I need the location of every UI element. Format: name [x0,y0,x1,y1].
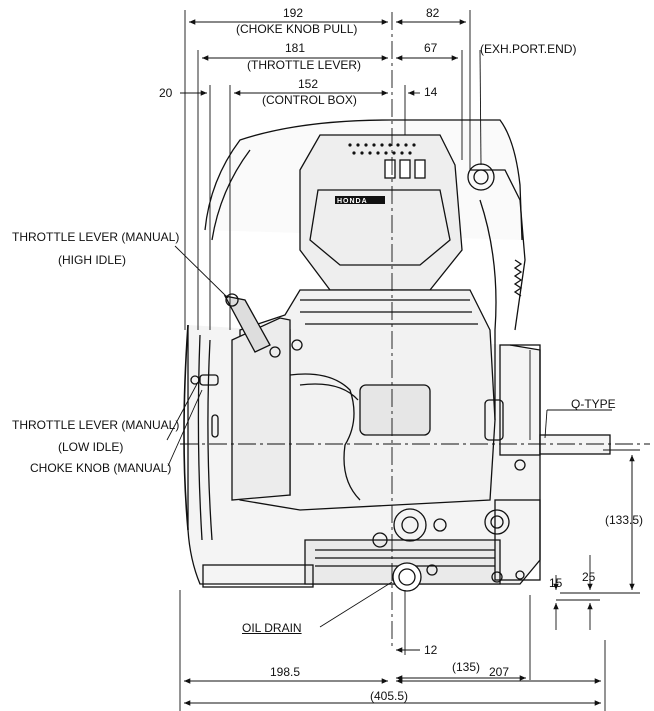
dim-15: 15 [549,576,563,590]
callout-throttle-low-line2: (LOW IDLE) [58,440,124,454]
dim-198-5: 198.5 [270,665,301,679]
callout-throttle-high-line2: (HIGH IDLE) [58,253,127,267]
dim-133-5: (133.5) [605,513,644,527]
logo-plate [335,196,385,204]
dim-20: 20 [159,86,173,100]
callout-throttle-low-line1: THROTTLE LEVER (MANUAL) [12,418,180,432]
q-type-label: Q-TYPE [571,397,616,411]
dim-14: 14 [424,85,438,99]
exh-port-end-label: (EXH.PORT.END) [480,42,577,56]
dim-181-label: (THROTTLE LEVER) [247,58,362,72]
dim-152-label: (CONTROL BOX) [262,93,357,107]
dim-207: 207 [489,665,510,679]
dim-192: 192 [283,6,304,20]
center-lines [180,12,650,650]
callout-throttle-high-line1: THROTTLE LEVER (MANUAL) [12,230,180,244]
dim-135: (135) [452,660,481,674]
dim-152: 152 [298,77,319,91]
vent-holes [348,143,416,155]
engine-body [183,119,611,592]
dim-67: 67 [424,41,438,55]
callout-oil-drain: OIL DRAIN [242,621,302,635]
honda-logo: HONDA [337,198,368,205]
dim-192-label: (CHOKE KNOB PULL) [236,22,358,36]
dim-12: 12 [424,643,438,657]
leader-lines [166,49,612,628]
dimension-lines [179,10,640,711]
dim-25: 25 [582,570,596,584]
callout-choke-knob: CHOKE KNOB (MANUAL) [30,461,172,475]
dim-82: 82 [426,6,440,20]
dim-181: 181 [285,41,306,55]
dim-405-5: (405.5) [370,689,409,703]
